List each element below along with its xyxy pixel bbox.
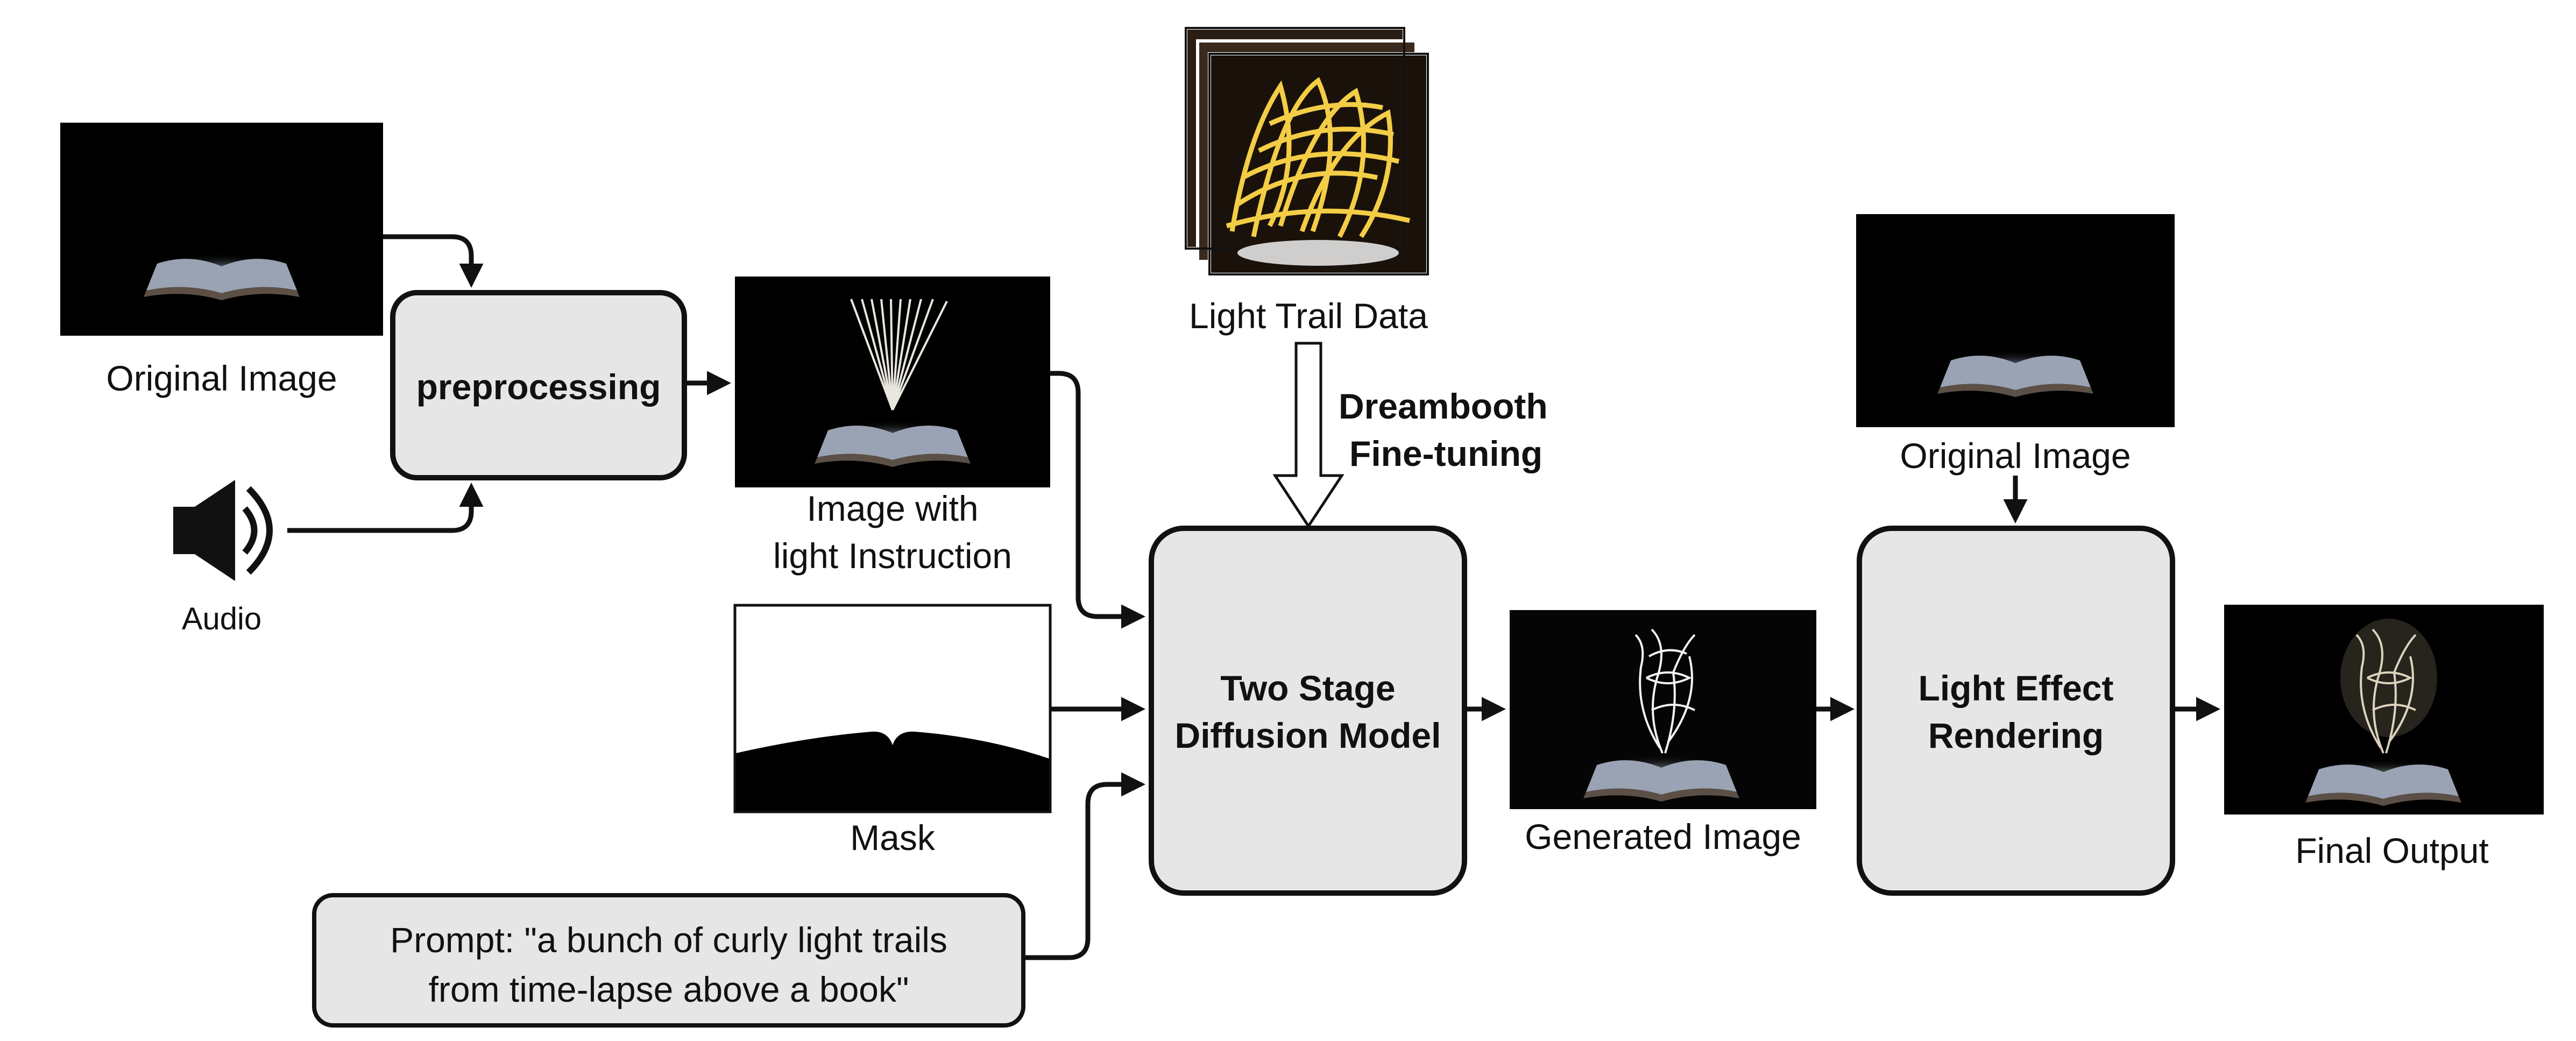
finetune-arrow bbox=[1272, 342, 1344, 529]
light-trails-photo bbox=[1226, 77, 1411, 238]
original-image-2 bbox=[1856, 214, 2175, 427]
original-image-1 bbox=[60, 123, 383, 336]
speaker-icon bbox=[173, 480, 273, 581]
generated-image bbox=[1510, 610, 1816, 809]
diffusion-model-label-1: Two Stage bbox=[1220, 668, 1395, 708]
light-instruction-lines bbox=[850, 299, 948, 410]
diffusion-model-label-2: Diffusion Model bbox=[1175, 716, 1441, 755]
arrow-prompt-to-diffusion bbox=[1023, 772, 1145, 960]
original-image-1-caption: Original Image bbox=[106, 358, 337, 398]
instruction-image-caption-2: light Instruction bbox=[773, 536, 1012, 576]
final-light-trails bbox=[2355, 628, 2417, 754]
mask-image bbox=[733, 604, 1052, 813]
final-output-image bbox=[2224, 605, 2544, 815]
prompt-text-1: Prompt: "a bunch of curly light trails bbox=[390, 920, 947, 960]
finetune-label-2: Fine-tuning bbox=[1349, 434, 1542, 473]
rendering-label-2: Rendering bbox=[1928, 716, 2104, 755]
prompt-text-2: from time-lapse above a book" bbox=[429, 969, 909, 1009]
instruction-image bbox=[735, 277, 1050, 487]
light-trail-data-stack bbox=[1184, 26, 1429, 276]
arrow-audio-to-preprocessing bbox=[287, 483, 484, 533]
audio-caption: Audio bbox=[182, 601, 261, 636]
generated-light-trails bbox=[1634, 628, 1696, 754]
generated-image-caption: Generated Image bbox=[1525, 817, 1801, 856]
final-output-caption: Final Output bbox=[2295, 831, 2489, 870]
connectors bbox=[287, 234, 2220, 960]
arrow-original-to-preprocessing bbox=[383, 234, 484, 288]
preprocessing-label: preprocessing bbox=[416, 367, 661, 407]
original-image-2-caption: Original Image bbox=[1900, 436, 2131, 476]
mask-caption: Mask bbox=[850, 818, 936, 858]
light-effect-rendering-box bbox=[1857, 526, 2175, 896]
finetune-label-1: Dreambooth bbox=[1339, 386, 1548, 426]
diffusion-model-box bbox=[1149, 526, 1467, 896]
prompt-box bbox=[312, 893, 1025, 1028]
rendering-label-1: Light Effect bbox=[1919, 668, 2114, 708]
light-trail-data-caption: Light Trail Data bbox=[1189, 296, 1428, 336]
instruction-image-caption-1: Image with bbox=[806, 488, 978, 528]
arrow-instruction-to-diffusion bbox=[1050, 371, 1145, 629]
